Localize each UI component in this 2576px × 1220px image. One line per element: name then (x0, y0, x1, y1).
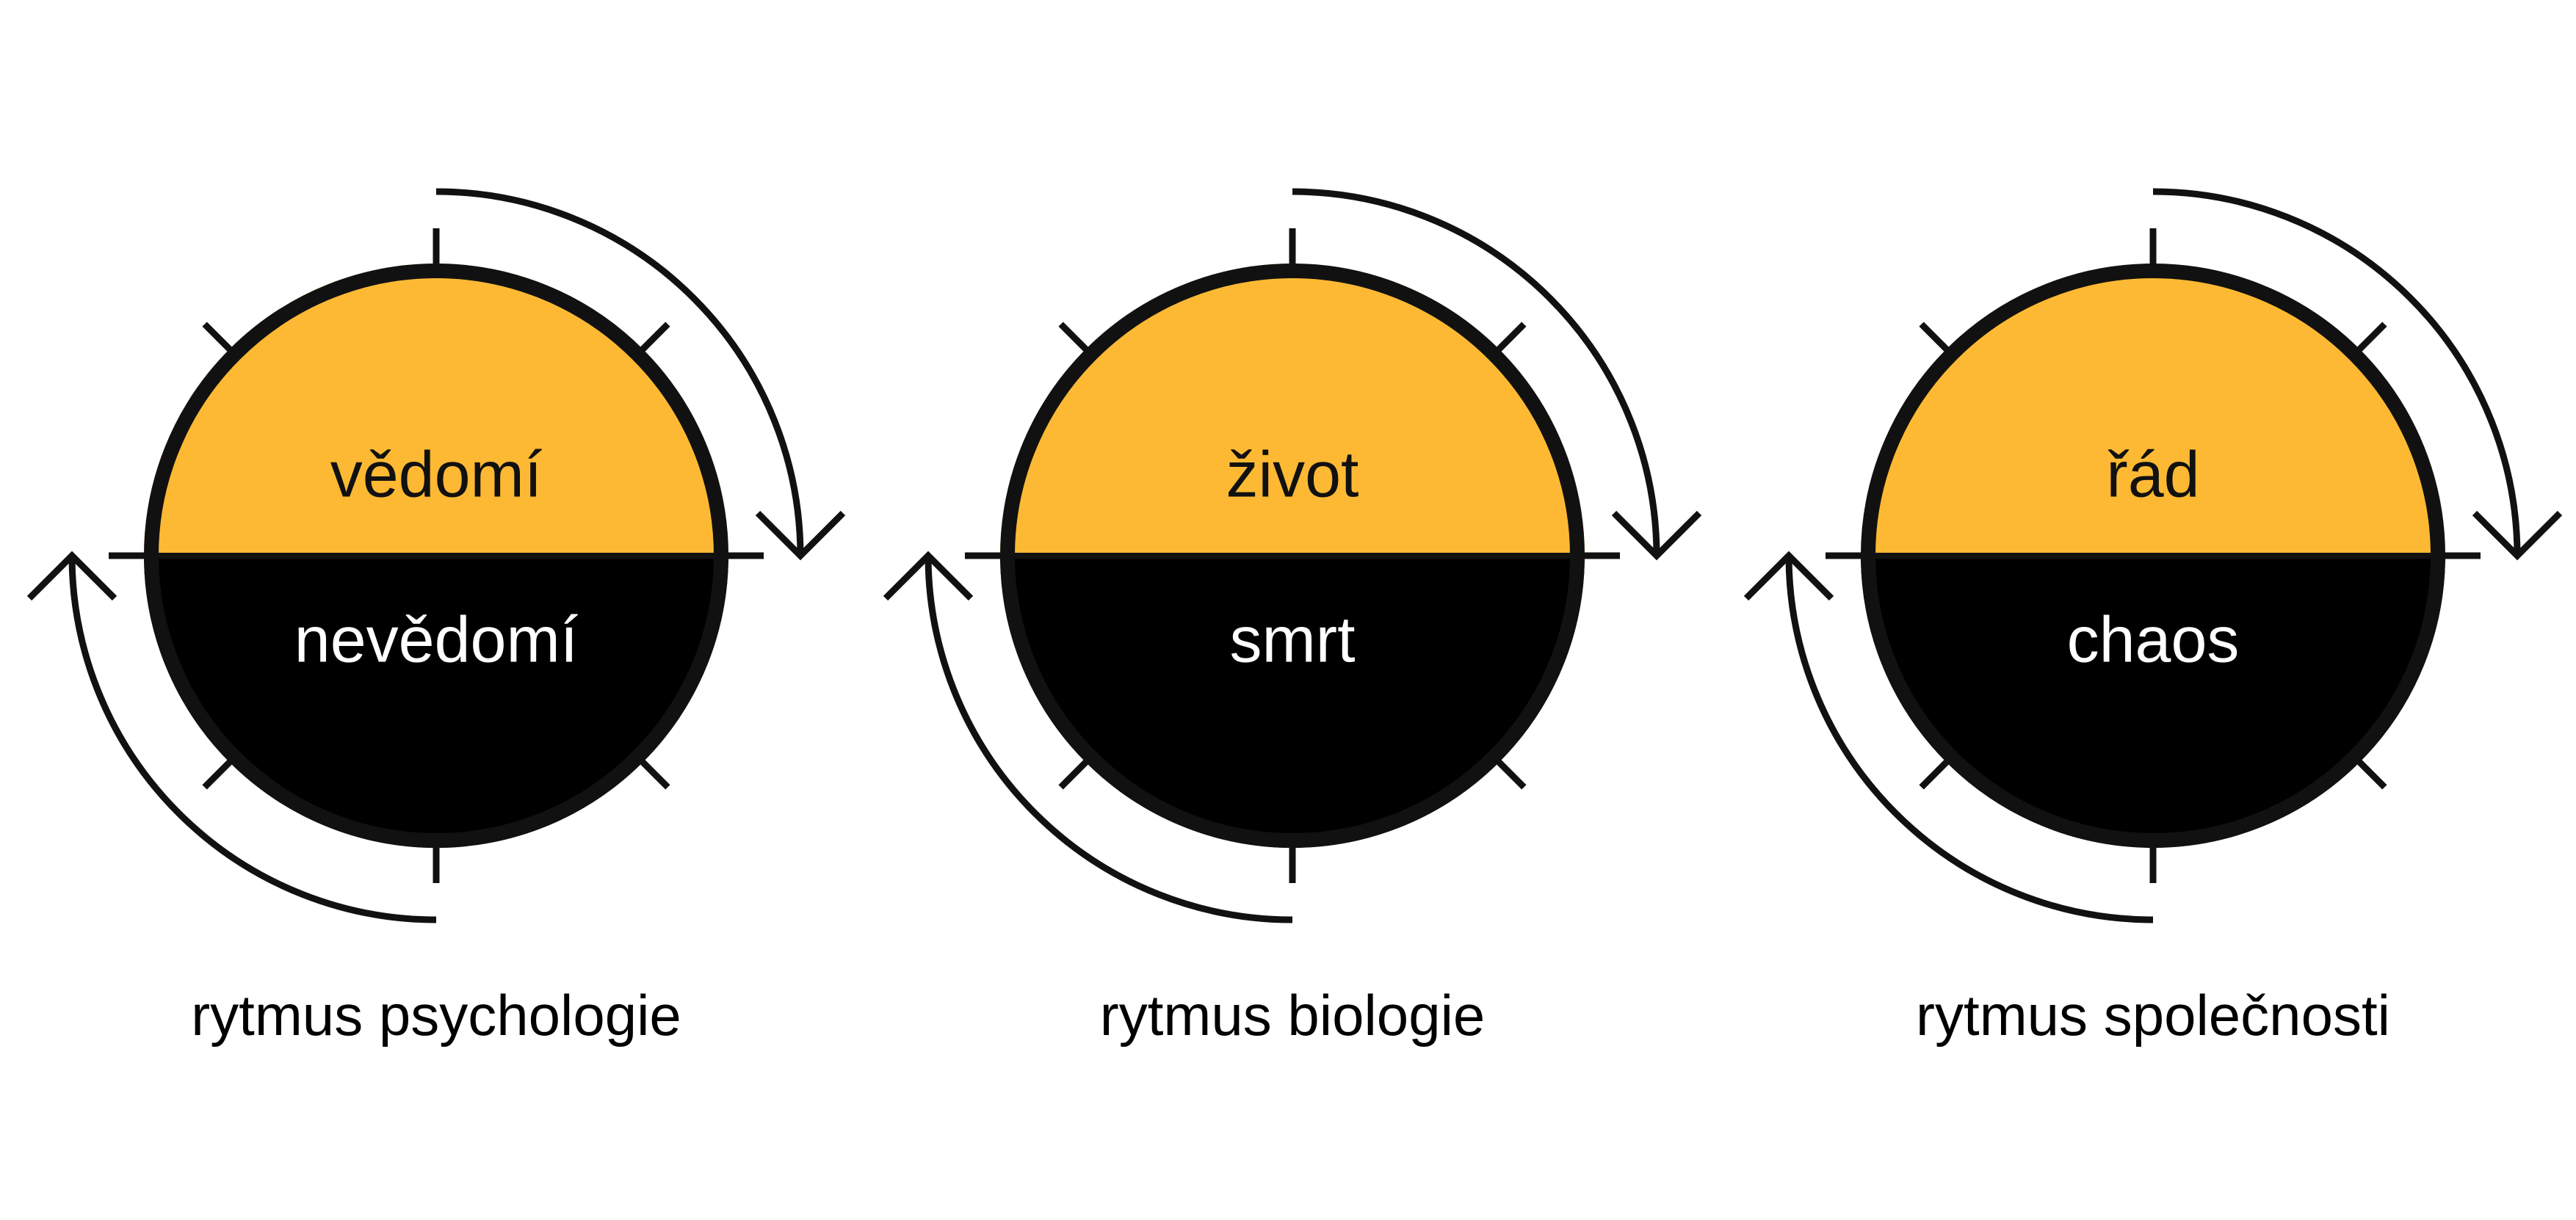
arrowhead-up-icon (883, 551, 974, 601)
bottom-label: chaos (2067, 603, 2240, 675)
arrowhead-up-icon (1743, 551, 1834, 601)
bottom-half (144, 556, 728, 848)
arrowhead-down-icon (1611, 510, 1702, 561)
cycle-caption: rytmus psychologie (191, 983, 681, 1047)
bottom-half (1861, 556, 2445, 848)
clockwise-arrow-arc (435, 188, 804, 556)
tick-mark (202, 758, 234, 790)
tick-mark (202, 322, 234, 354)
tick-mark (1494, 758, 1527, 790)
tick-mark (638, 758, 670, 790)
tick-mark (1058, 322, 1090, 354)
tick-mark (1494, 322, 1527, 354)
clockwise-arrow-arc (2152, 188, 2521, 556)
clockwise-arrow-arc (68, 555, 437, 923)
bottom-label: smrt (1229, 603, 1355, 675)
cycle-group-1: vědomí nevědomí rytmus psychologie (26, 188, 846, 1047)
arrowhead-up-icon (26, 551, 117, 601)
tick-mark (1919, 758, 1951, 790)
tick-mark (638, 322, 670, 354)
tick-mark (1919, 322, 1951, 354)
cycle-caption: rytmus společnosti (1916, 983, 2390, 1047)
tick-mark (2355, 322, 2387, 354)
cycle-group-2: život smrt rytmus biologie (883, 188, 1702, 1047)
top-label: život (1226, 437, 1359, 510)
arrowhead-down-icon (2472, 510, 2563, 561)
cycle-caption: rytmus biologie (1100, 983, 1486, 1047)
top-half (1861, 264, 2445, 556)
clockwise-arrow-arc (1785, 555, 2154, 923)
clockwise-arrow-arc (1292, 188, 1660, 556)
arrowhead-down-icon (755, 510, 846, 561)
tick-mark (2355, 758, 2387, 790)
tick-mark (1058, 758, 1090, 790)
top-label: řád (2106, 437, 2199, 510)
top-label: vědomí (330, 437, 543, 510)
cycle-group-3: řád chaos rytmus společnosti (1743, 188, 2563, 1047)
top-half (1000, 264, 1585, 556)
bottom-half (1000, 556, 1585, 848)
top-half (144, 264, 728, 556)
clockwise-arrow-arc (925, 555, 1293, 923)
bottom-label: nevědomí (294, 603, 579, 675)
